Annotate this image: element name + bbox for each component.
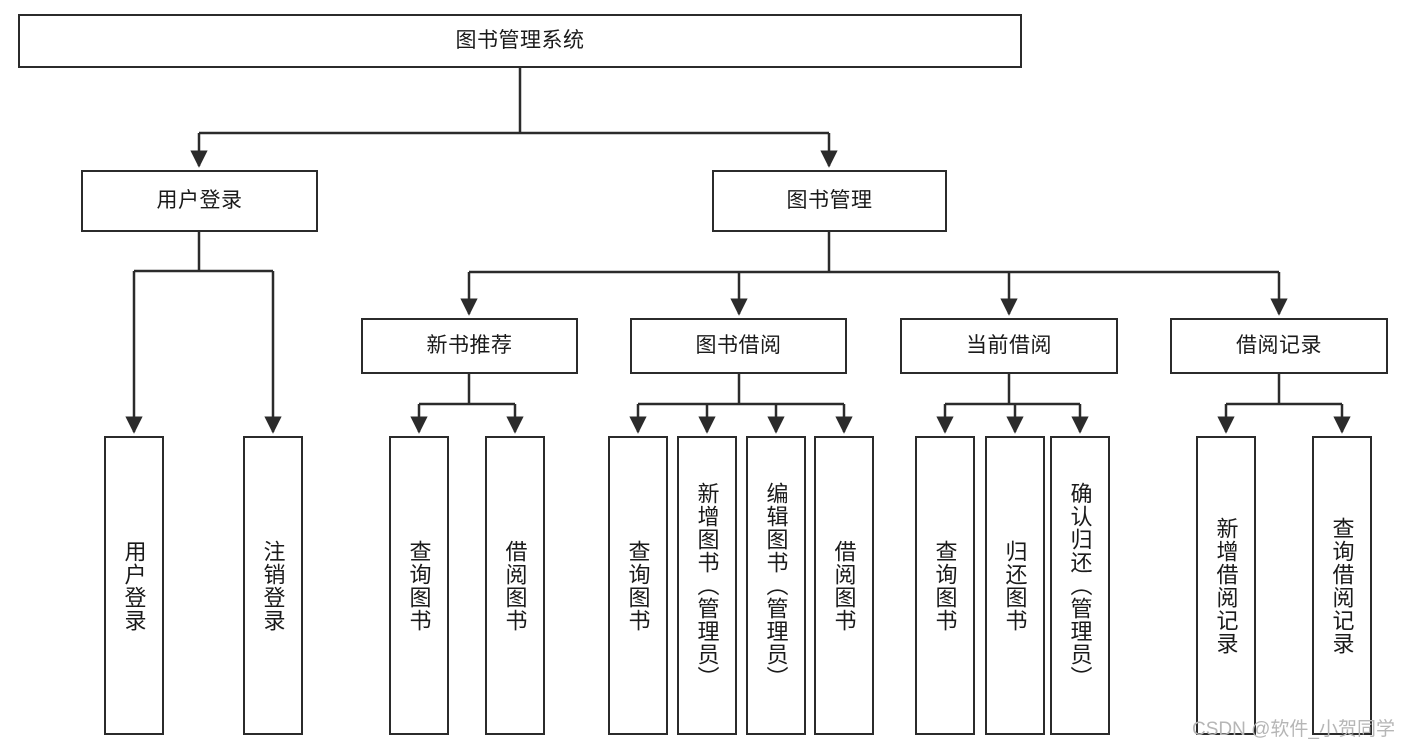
node-book-manage-label: 图书管理 xyxy=(786,188,873,212)
node-leaf-query-book-1[interactable]: 查询图书 xyxy=(389,436,449,735)
node-leaf-return-book[interactable]: 归还图书 xyxy=(985,436,1045,735)
node-borrow-record-label: 借阅记录 xyxy=(1236,333,1322,357)
node-book-manage[interactable]: 图书管理 xyxy=(712,170,947,232)
node-leaf-add-book-label: 新增图书（管理员） xyxy=(694,482,720,689)
node-leaf-borrow-book-2-label: 借阅图书 xyxy=(831,539,857,632)
node-leaf-add-record-label: 新增借阅记录 xyxy=(1213,516,1239,655)
node-leaf-query-book-2-label: 查询图书 xyxy=(625,539,651,632)
node-leaf-user-login[interactable]: 用户登录 xyxy=(104,436,164,735)
node-leaf-borrow-book-2[interactable]: 借阅图书 xyxy=(814,436,874,735)
node-leaf-add-book[interactable]: 新增图书（管理员） xyxy=(677,436,737,735)
node-leaf-query-book-3-label: 查询图书 xyxy=(932,539,958,632)
node-user-login[interactable]: 用户登录 xyxy=(81,170,318,232)
node-book-borrow-label: 图书借阅 xyxy=(695,333,782,357)
node-root[interactable]: 图书管理系统 xyxy=(18,14,1022,68)
node-leaf-query-record-label: 查询借阅记录 xyxy=(1329,516,1355,655)
node-user-login-label: 用户登录 xyxy=(156,188,243,212)
node-leaf-user-login-label: 用户登录 xyxy=(121,539,147,632)
node-leaf-query-book-2[interactable]: 查询图书 xyxy=(608,436,668,735)
node-leaf-edit-book[interactable]: 编辑图书（管理员） xyxy=(746,436,806,735)
node-leaf-return-book-label: 归还图书 xyxy=(1002,539,1028,632)
node-leaf-logout-label: 注销登录 xyxy=(260,539,286,632)
node-leaf-query-record[interactable]: 查询借阅记录 xyxy=(1312,436,1372,735)
node-current-borrow-label: 当前借阅 xyxy=(966,333,1052,357)
node-leaf-logout[interactable]: 注销登录 xyxy=(243,436,303,735)
node-leaf-add-record[interactable]: 新增借阅记录 xyxy=(1196,436,1256,735)
node-leaf-confirm-return-label: 确认归还（管理员） xyxy=(1067,482,1093,689)
node-leaf-query-book-3[interactable]: 查询图书 xyxy=(915,436,975,735)
node-leaf-confirm-return[interactable]: 确认归还（管理员） xyxy=(1050,436,1110,735)
node-leaf-borrow-book-1-label: 借阅图书 xyxy=(502,539,528,632)
node-root-label: 图书管理系统 xyxy=(455,28,585,52)
node-borrow-record[interactable]: 借阅记录 xyxy=(1170,318,1388,374)
node-leaf-edit-book-label: 编辑图书（管理员） xyxy=(763,482,789,689)
node-new-book-recommend[interactable]: 新书推荐 xyxy=(361,318,578,374)
node-leaf-query-book-1-label: 查询图书 xyxy=(406,539,432,632)
node-new-book-recommend-label: 新书推荐 xyxy=(426,333,513,357)
node-current-borrow[interactable]: 当前借阅 xyxy=(900,318,1118,374)
node-book-borrow[interactable]: 图书借阅 xyxy=(630,318,847,374)
node-leaf-borrow-book-1[interactable]: 借阅图书 xyxy=(485,436,545,735)
